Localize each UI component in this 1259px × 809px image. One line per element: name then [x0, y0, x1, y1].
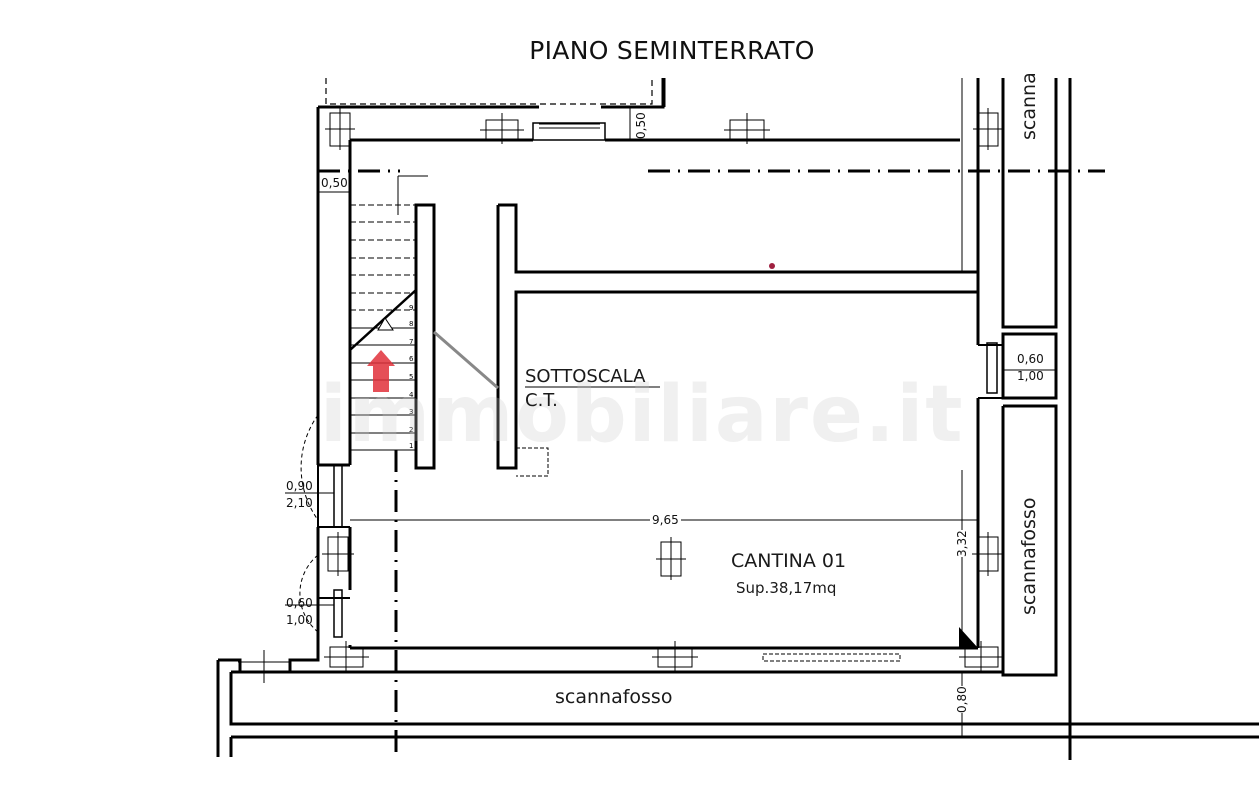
svg-text:7: 7	[409, 338, 413, 346]
svg-text:2: 2	[409, 426, 413, 434]
svg-text:9: 9	[409, 304, 413, 312]
room-label-scannafosso-top-right: scanna	[1018, 72, 1040, 140]
room-label-scannafosso-bottom: scannafosso	[555, 686, 673, 708]
dimension-window-left-width: 0,60	[286, 596, 313, 610]
dimension-room-depth: 3,32	[955, 530, 969, 557]
dimension-left-wall: 0,50	[321, 176, 348, 190]
room-label-sottoscala: SOTTOSCALA	[525, 366, 646, 387]
dimension-room-width: 9,65	[650, 513, 681, 527]
room-label-cantina: CANTINA 01	[731, 550, 847, 572]
location-marker-icon	[367, 350, 395, 392]
svg-text:4: 4	[409, 391, 414, 399]
dimension-scannafosso-width: 0,80	[955, 686, 969, 713]
watermark: immobiliare.it	[320, 370, 965, 460]
dimension-window-right-height: 1,00	[1017, 369, 1044, 383]
dimension-window-left-height: 1,00	[286, 613, 313, 627]
room-label-ct: C.T.	[525, 390, 558, 411]
room-area-cantina: Sup.38,17mq	[736, 579, 837, 597]
page-title: PIANO SEMINTERRATO	[529, 36, 815, 65]
svg-text:8: 8	[409, 320, 413, 328]
svg-text:3: 3	[409, 408, 413, 416]
svg-text:6: 6	[409, 355, 414, 363]
dimension-top-wall: 0,50	[634, 112, 648, 139]
dimension-window-right-width: 0,60	[1017, 352, 1044, 366]
room-label-scannafosso-right: scannafosso	[1018, 497, 1040, 615]
svg-text:5: 5	[409, 373, 413, 381]
dimension-door-left-height: 2,10	[286, 496, 313, 510]
svg-text:1: 1	[409, 442, 413, 450]
dimension-door-left-width: 0,90	[286, 479, 313, 493]
